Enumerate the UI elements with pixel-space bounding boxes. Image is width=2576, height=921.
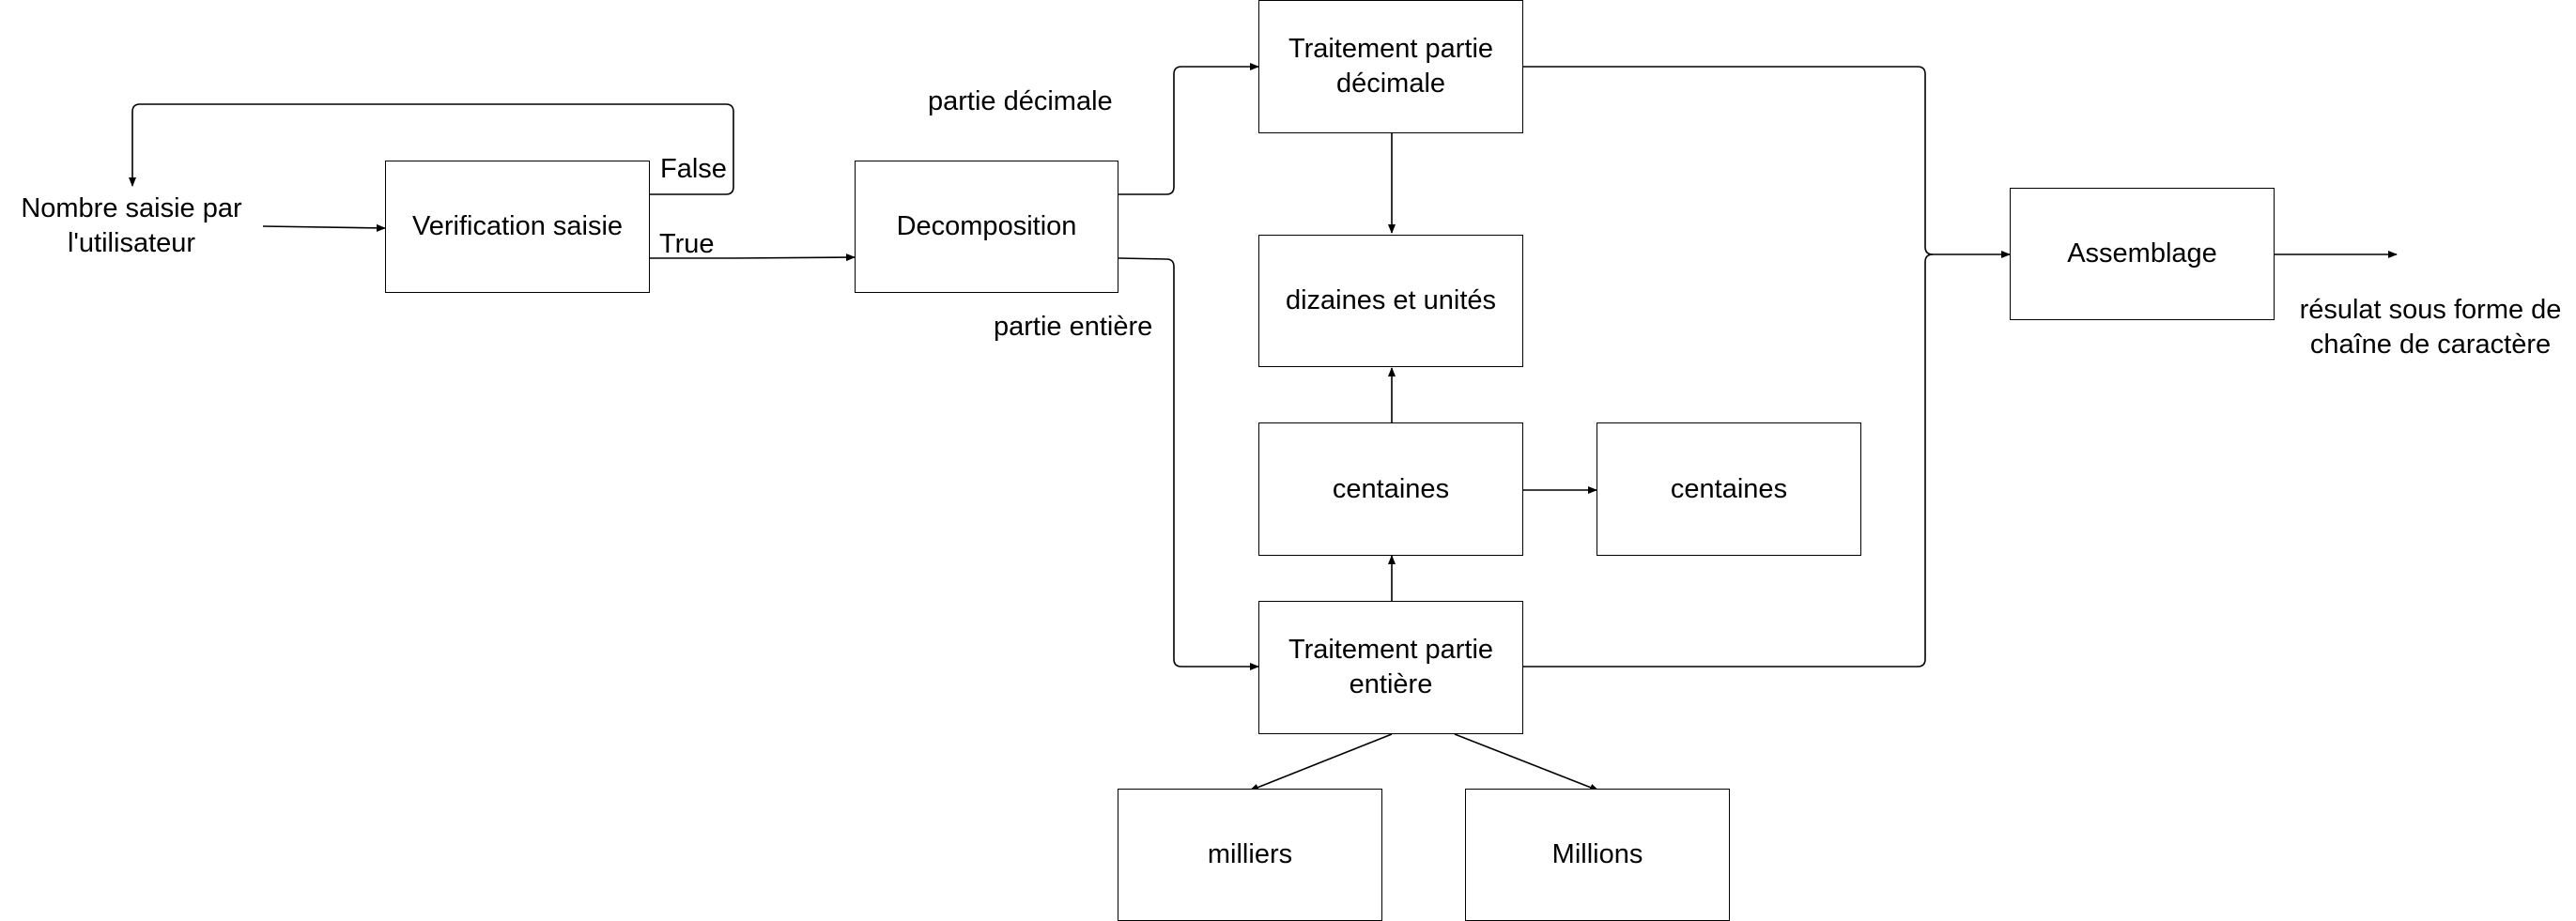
edge-decimale-to-assemblage xyxy=(1523,66,2011,258)
output-label: résulat sous forme de chaîne de caractèr… xyxy=(2299,295,2562,360)
edge-false-loop xyxy=(129,103,734,195)
decomposition-box: Decomposition xyxy=(855,161,1118,293)
edge-decomposition-to-decimale xyxy=(1118,63,1259,195)
millions-box: Millions xyxy=(1465,789,1730,921)
traitement-entiere-box: Traitement partie entière xyxy=(1258,601,1523,734)
input-label: Nombre saisie par l'utilisateur xyxy=(21,193,242,258)
edge-entiere-to-milliers xyxy=(1249,733,1393,791)
dizaines-unites-box: dizaines et unités xyxy=(1258,235,1523,367)
traitement-decimale-box: Traitement partie décimale xyxy=(1258,0,1523,133)
edge-true-to-decomposition xyxy=(650,253,856,262)
edge-label-true: True xyxy=(659,229,715,259)
milliers-box: milliers xyxy=(1118,789,1382,921)
edge-label-partie-decimale: partie décimale xyxy=(928,86,1113,116)
edge-label-false: False xyxy=(660,154,727,184)
edge-entiere-to-millions xyxy=(1454,733,1599,791)
edge-label-partie-entiere: partie entière xyxy=(994,312,1153,342)
edge-input-to-verification xyxy=(262,223,386,232)
centaines-box: centaines xyxy=(1258,422,1523,556)
assemblage-box: Assemblage xyxy=(2010,188,2275,320)
edge-decomposition-to-entiere xyxy=(1118,257,1259,670)
centaines-secondary-box: centaines xyxy=(1597,422,1861,556)
verification-box: Verification saisie xyxy=(385,161,650,293)
edge-entiere-to-assemblage xyxy=(1523,253,1934,668)
